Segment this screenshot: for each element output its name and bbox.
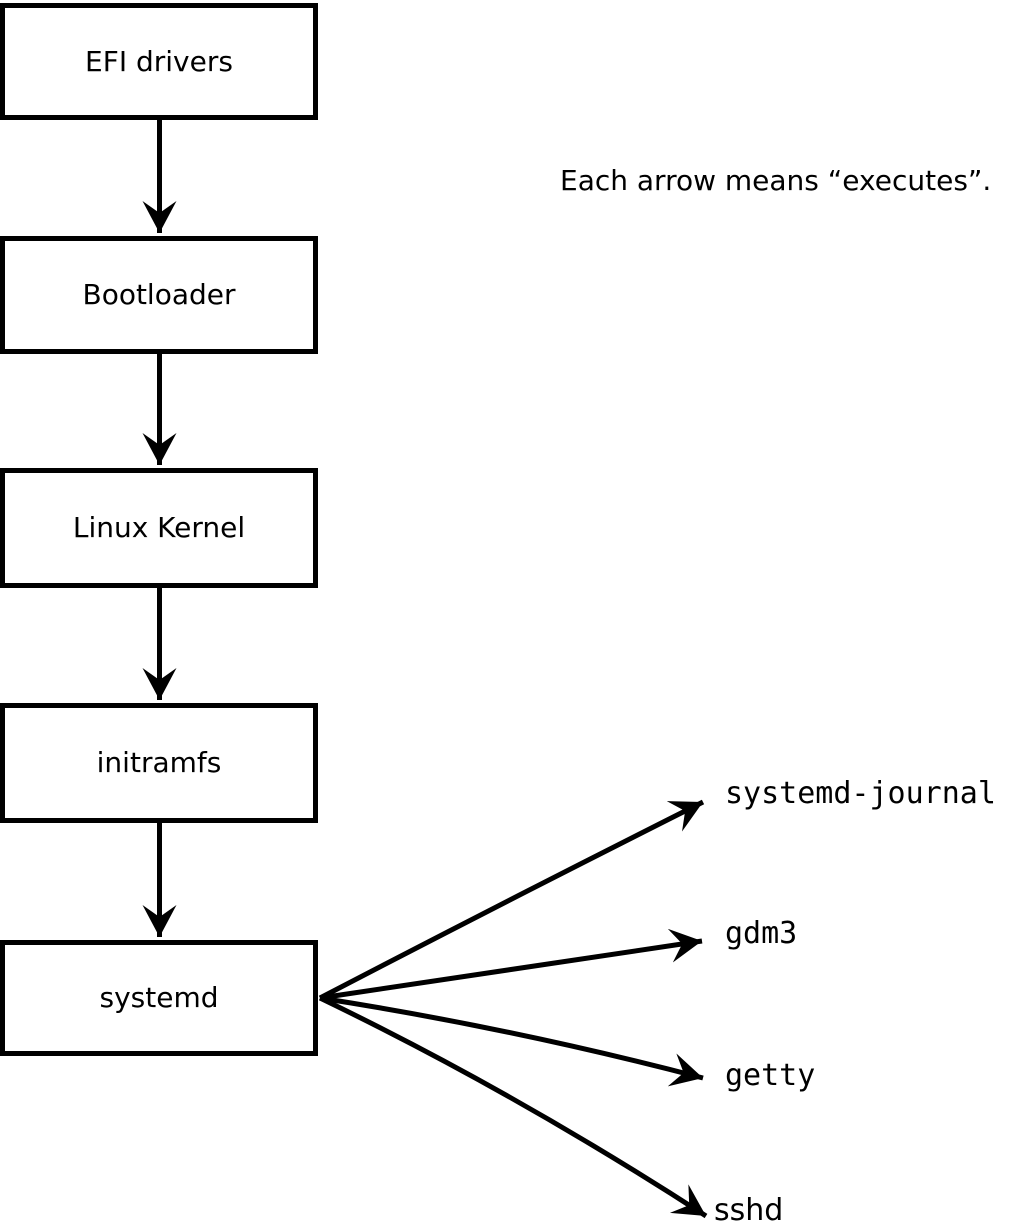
label-sshd: sshd bbox=[714, 1193, 784, 1228]
node-systemd-label: systemd bbox=[99, 981, 219, 1014]
node-efi-drivers-label: EFI drivers bbox=[85, 44, 233, 78]
node-efi-drivers: EFI drivers bbox=[0, 3, 318, 120]
node-linux-kernel-label: Linux Kernel bbox=[72, 511, 246, 544]
label-getty: getty bbox=[725, 1058, 816, 1093]
node-bootloader: Bootloader bbox=[0, 236, 318, 354]
arrow-systemd-to-sshd bbox=[318, 995, 708, 1219]
node-initramfs: initramfs bbox=[0, 703, 318, 823]
label-gdm3: gdm3 bbox=[725, 916, 798, 951]
arrow-systemd-to-gdm3 bbox=[319, 928, 703, 1001]
node-linux-kernel: Linux Kernel bbox=[0, 468, 318, 588]
label-systemd-journal: systemd-journal bbox=[725, 776, 996, 811]
node-initramfs-label: initramfs bbox=[96, 746, 222, 779]
arrow-systemd-to-systemd-journal bbox=[318, 799, 705, 1001]
node-bootloader-label: Bootloader bbox=[82, 278, 236, 311]
node-systemd: systemd bbox=[0, 940, 318, 1056]
arrow-systemd-to-getty bbox=[319, 995, 704, 1087]
arrow-meaning-note: Each arrow means “executes”. bbox=[560, 164, 992, 197]
